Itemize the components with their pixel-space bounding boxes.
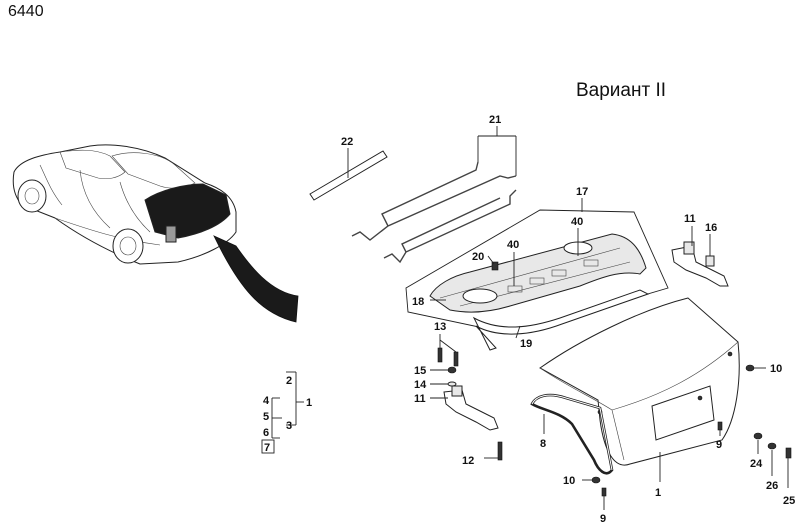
- callout-12: 12: [462, 455, 474, 467]
- callout-11-left: 11: [414, 393, 426, 405]
- callout-10-upper: 10: [770, 363, 782, 375]
- part-11-hinge-left: [430, 334, 503, 461]
- callout-25: 25: [783, 495, 795, 507]
- callout-40-left: 40: [507, 239, 519, 251]
- part-11-hinge-right: [671, 226, 729, 287]
- assembly-bracket-legend: [261, 371, 304, 454]
- callout-5: 5: [263, 411, 269, 423]
- callout-8: 8: [540, 438, 546, 450]
- part-8-weatherstrip: [530, 393, 614, 475]
- callout-24: 24: [750, 458, 763, 470]
- variant-label: Вариант II: [576, 80, 666, 101]
- callout-9-lower: 9: [600, 513, 606, 525]
- callout-16: 16: [705, 222, 717, 234]
- callout-7: 7: [264, 442, 270, 454]
- part-21-torsion-bars: [351, 126, 517, 264]
- page-number: 6440: [8, 3, 44, 20]
- callout-1-lid: 1: [655, 487, 661, 499]
- callout-2: 2: [286, 375, 292, 387]
- part-22-rod: [309, 148, 388, 201]
- callout-1-bracket: 1: [306, 397, 312, 409]
- callout-9-upper: 9: [716, 439, 722, 451]
- callout-17: 17: [576, 186, 588, 198]
- callout-11-right: 11: [684, 213, 696, 225]
- callout-10-lower: 10: [563, 475, 575, 487]
- callout-18: 18: [412, 296, 424, 308]
- callout-15: 15: [414, 365, 426, 377]
- callout-40-right: 40: [571, 216, 583, 228]
- part-17-rear-shelf: [405, 198, 669, 351]
- callout-6: 6: [263, 427, 269, 439]
- callout-26: 26: [766, 480, 778, 492]
- car-illustration: [12, 144, 299, 323]
- small-fasteners: [582, 364, 792, 510]
- callout-3: 3: [286, 420, 292, 432]
- callout-20: 20: [472, 251, 484, 263]
- callout-22: 22: [341, 136, 353, 148]
- callout-13: 13: [434, 321, 446, 333]
- part-1-trunk-lid: [539, 297, 740, 482]
- callout-21: 21: [489, 114, 501, 126]
- callout-19: 19: [520, 338, 532, 350]
- callout-4: 4: [263, 395, 270, 407]
- callout-14: 14: [414, 379, 427, 391]
